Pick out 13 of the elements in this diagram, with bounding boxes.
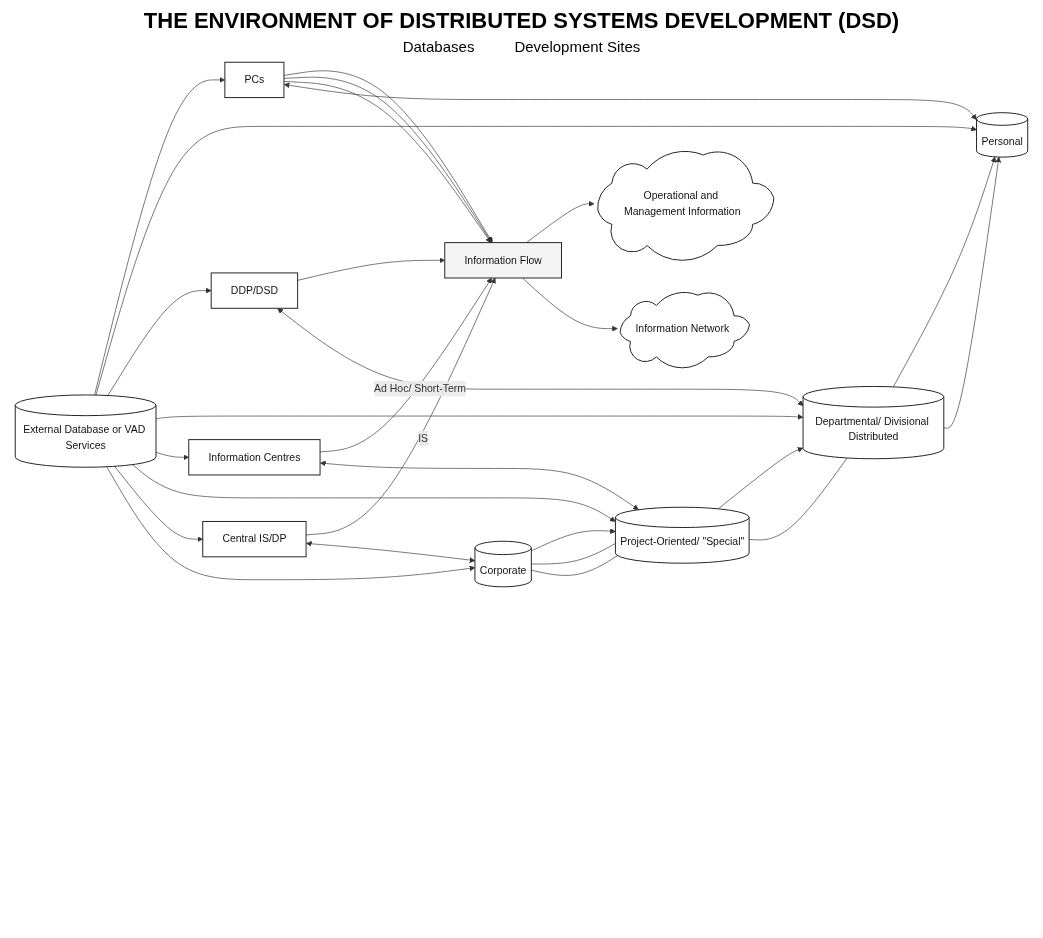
node-box: Central IS/DP <box>202 520 307 558</box>
connector <box>531 555 618 576</box>
node-box: PCs <box>224 61 285 99</box>
node-box: Information Flow <box>444 242 562 279</box>
connector <box>748 457 848 541</box>
diagram-title: THE ENVIRONMENT OF DISTRIBUTED SYSTEMS DEVELOPMENT (DSD) <box>142 8 901 34</box>
note-text: Databases <box>402 38 475 55</box>
note-text: Development Sites <box>514 38 641 55</box>
node-box: Information Centres <box>188 439 321 476</box>
edge-label: IS <box>418 432 429 444</box>
edge-label: Ad Hoc/ Short-Term <box>374 382 467 394</box>
connector <box>531 543 616 565</box>
node-box: DDP/DSD <box>210 272 299 309</box>
